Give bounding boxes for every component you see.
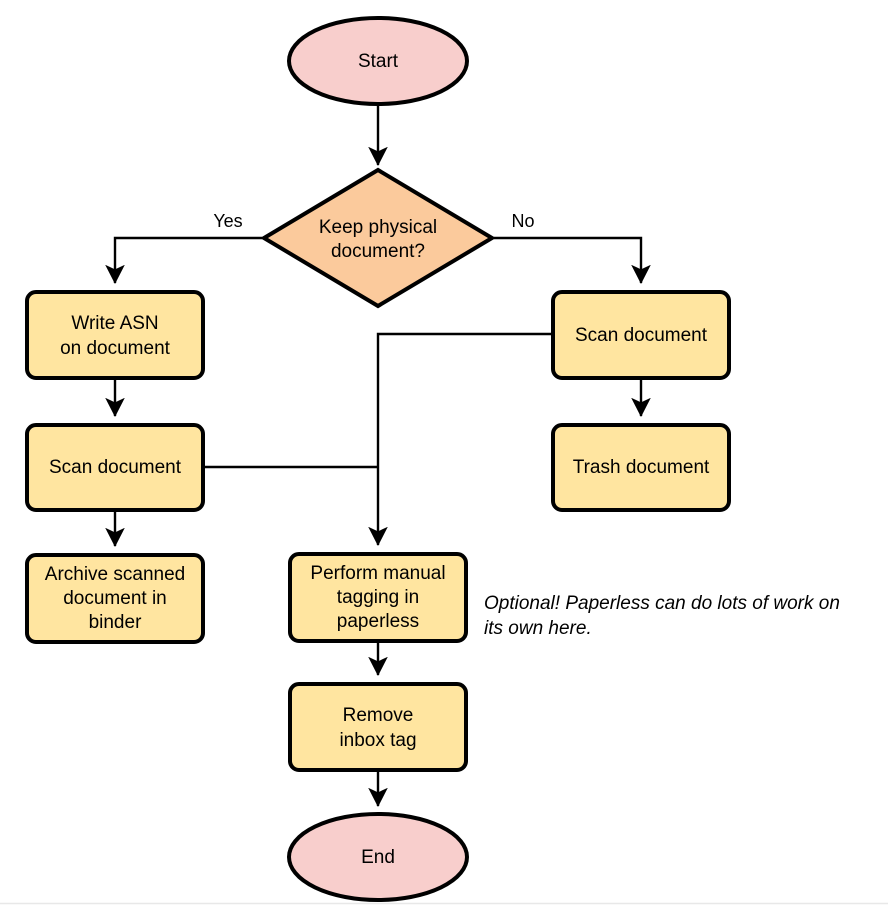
archive-box-shape (25, 553, 205, 644)
start-ellipse-shape (287, 16, 469, 106)
edge-scan-right-to-tagging (368, 332, 552, 546)
tagging-box-shape (288, 552, 468, 643)
note-line2: its own here. (484, 618, 592, 639)
edge-decision-yes-to-write-asn (105, 236, 262, 284)
scan-document-left-label: Scan document (49, 457, 182, 478)
remove-tag-label-line2: inbox tag (339, 730, 416, 751)
decision-label-line2: document? (331, 241, 425, 262)
start-label: Start (358, 51, 399, 72)
node-scan-document-left[interactable]: Scan document (25, 423, 205, 512)
scan-document-left-box-shape (25, 423, 205, 512)
note-optional-paperless: Optional! Paperless can do lots of work … (484, 593, 840, 639)
node-end[interactable]: End (287, 812, 469, 902)
node-start[interactable]: Start (287, 16, 469, 106)
archive-label-line1: Archive scanned (45, 564, 185, 585)
archive-label-line2: document in (63, 588, 167, 609)
node-write-asn-on-document[interactable]: Write ASN on document (25, 290, 205, 380)
archive-label-line3: binder (89, 612, 142, 633)
write-asn-box-shape (25, 290, 205, 380)
node-keep-physical-document-decision[interactable]: Keep physical document? (260, 167, 496, 309)
decision-diamond-shape (260, 167, 496, 309)
edge-label-yes: Yes (213, 211, 242, 231)
note-line1: Optional! Paperless can do lots of work … (484, 593, 840, 614)
write-asn-label-line2: on document (60, 338, 171, 359)
edge-decision-no-to-scan-right (494, 236, 651, 284)
node-perform-manual-tagging[interactable]: Perform manual tagging in paperless (288, 552, 468, 643)
write-asn-label-line1: Write ASN (71, 313, 158, 334)
edge-layer (105, 104, 651, 807)
remove-inbox-tag-box-shape (288, 682, 468, 772)
node-archive-scanned-document[interactable]: Archive scanned document in binder (25, 553, 205, 644)
decision-label-line1: Keep physical (319, 217, 437, 238)
tagging-label-line2: tagging in (337, 587, 419, 608)
tagging-label-line3: paperless (337, 611, 419, 632)
edge-label-no: No (511, 211, 534, 231)
scan-document-right-box-shape (551, 290, 731, 380)
end-ellipse-shape (287, 812, 469, 902)
node-trash-document[interactable]: Trash document (551, 423, 731, 512)
trash-document-label: Trash document (573, 457, 710, 478)
remove-tag-label-line1: Remove (343, 705, 414, 726)
scan-document-right-label: Scan document (575, 325, 708, 346)
trash-document-box-shape (551, 423, 731, 512)
node-remove-inbox-tag[interactable]: Remove inbox tag (288, 682, 468, 772)
tagging-label-line1: Perform manual (310, 563, 445, 584)
node-scan-document-right[interactable]: Scan document (551, 290, 731, 380)
end-label: End (361, 847, 395, 868)
